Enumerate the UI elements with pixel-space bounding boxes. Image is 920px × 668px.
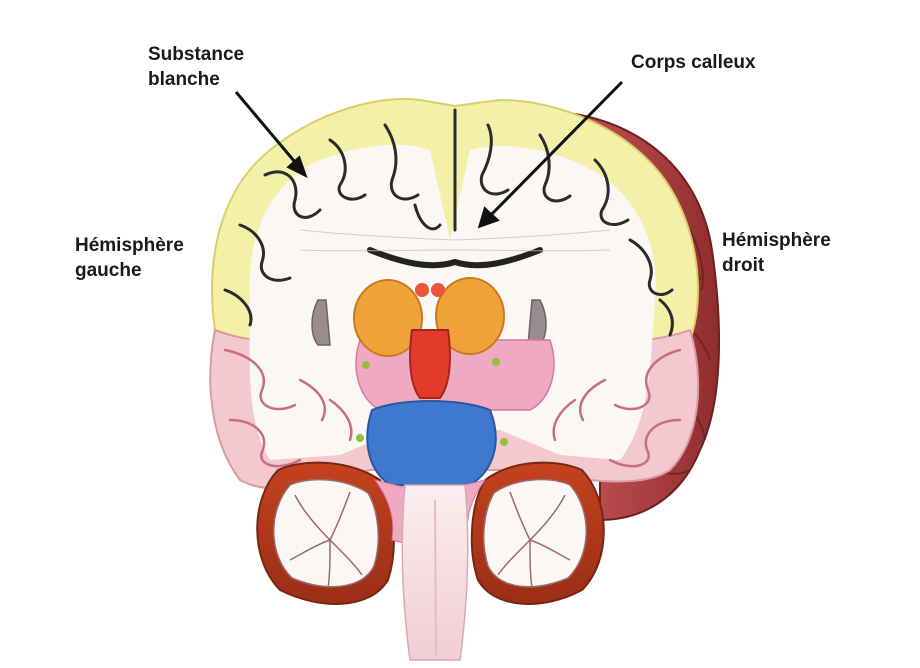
label-hemisphere-droit: Hémisphère droit xyxy=(722,228,831,278)
pons xyxy=(366,400,497,486)
right-arbor-vitae xyxy=(497,491,571,589)
left-thalamus xyxy=(353,279,423,357)
label-hemisphere-droit-line1: Hémisphère xyxy=(722,230,831,251)
green-nucleus-2 xyxy=(492,358,500,366)
internal-capsule xyxy=(355,339,555,411)
lower-gyri-folds xyxy=(223,348,682,468)
arrow-corps-calleux xyxy=(486,80,624,220)
right-lateral-ventricle xyxy=(527,299,547,346)
label-hemisphere-droit-line2: droit xyxy=(722,255,765,276)
label-hemisphere-gauche-line2: gauche xyxy=(75,260,142,281)
gyri-folds xyxy=(223,108,674,337)
small-nucleus-right xyxy=(431,283,445,297)
green-nucleus-3 xyxy=(356,434,364,442)
white-matter-fibers xyxy=(299,229,611,252)
label-corps-calleux: Corps calleux xyxy=(631,50,756,75)
annotation-arrows xyxy=(234,80,624,229)
green-nucleus-4 xyxy=(500,438,508,446)
label-substance-blanche-line1: Substance xyxy=(148,44,245,65)
green-nucleus-1 xyxy=(362,361,370,369)
midbrain xyxy=(409,329,451,399)
left-arbor-vitae xyxy=(289,491,363,589)
arrow-substance-blanche-head xyxy=(286,155,308,179)
arrow-corps-calleux-head xyxy=(477,206,500,229)
label-substance-blanche-line2: blanche xyxy=(148,69,220,90)
brainstem-midline xyxy=(434,499,437,656)
left-lateral-ventricle xyxy=(311,299,331,346)
right-cerebellum-inner xyxy=(483,478,587,588)
label-hemisphere-gauche: Hémisphère gauche xyxy=(75,233,184,283)
label-corps-calleux-text: Corps calleux xyxy=(631,52,756,73)
label-hemisphere-gauche-line1: Hémisphère xyxy=(75,235,184,256)
arrow-substance-blanche xyxy=(234,91,302,169)
label-substance-blanche: Substance blanche xyxy=(148,42,244,92)
small-nucleus-left xyxy=(415,283,429,297)
left-cerebellum-inner xyxy=(273,478,379,588)
right-thalamus xyxy=(435,277,505,355)
corpus-callosum xyxy=(367,247,543,269)
